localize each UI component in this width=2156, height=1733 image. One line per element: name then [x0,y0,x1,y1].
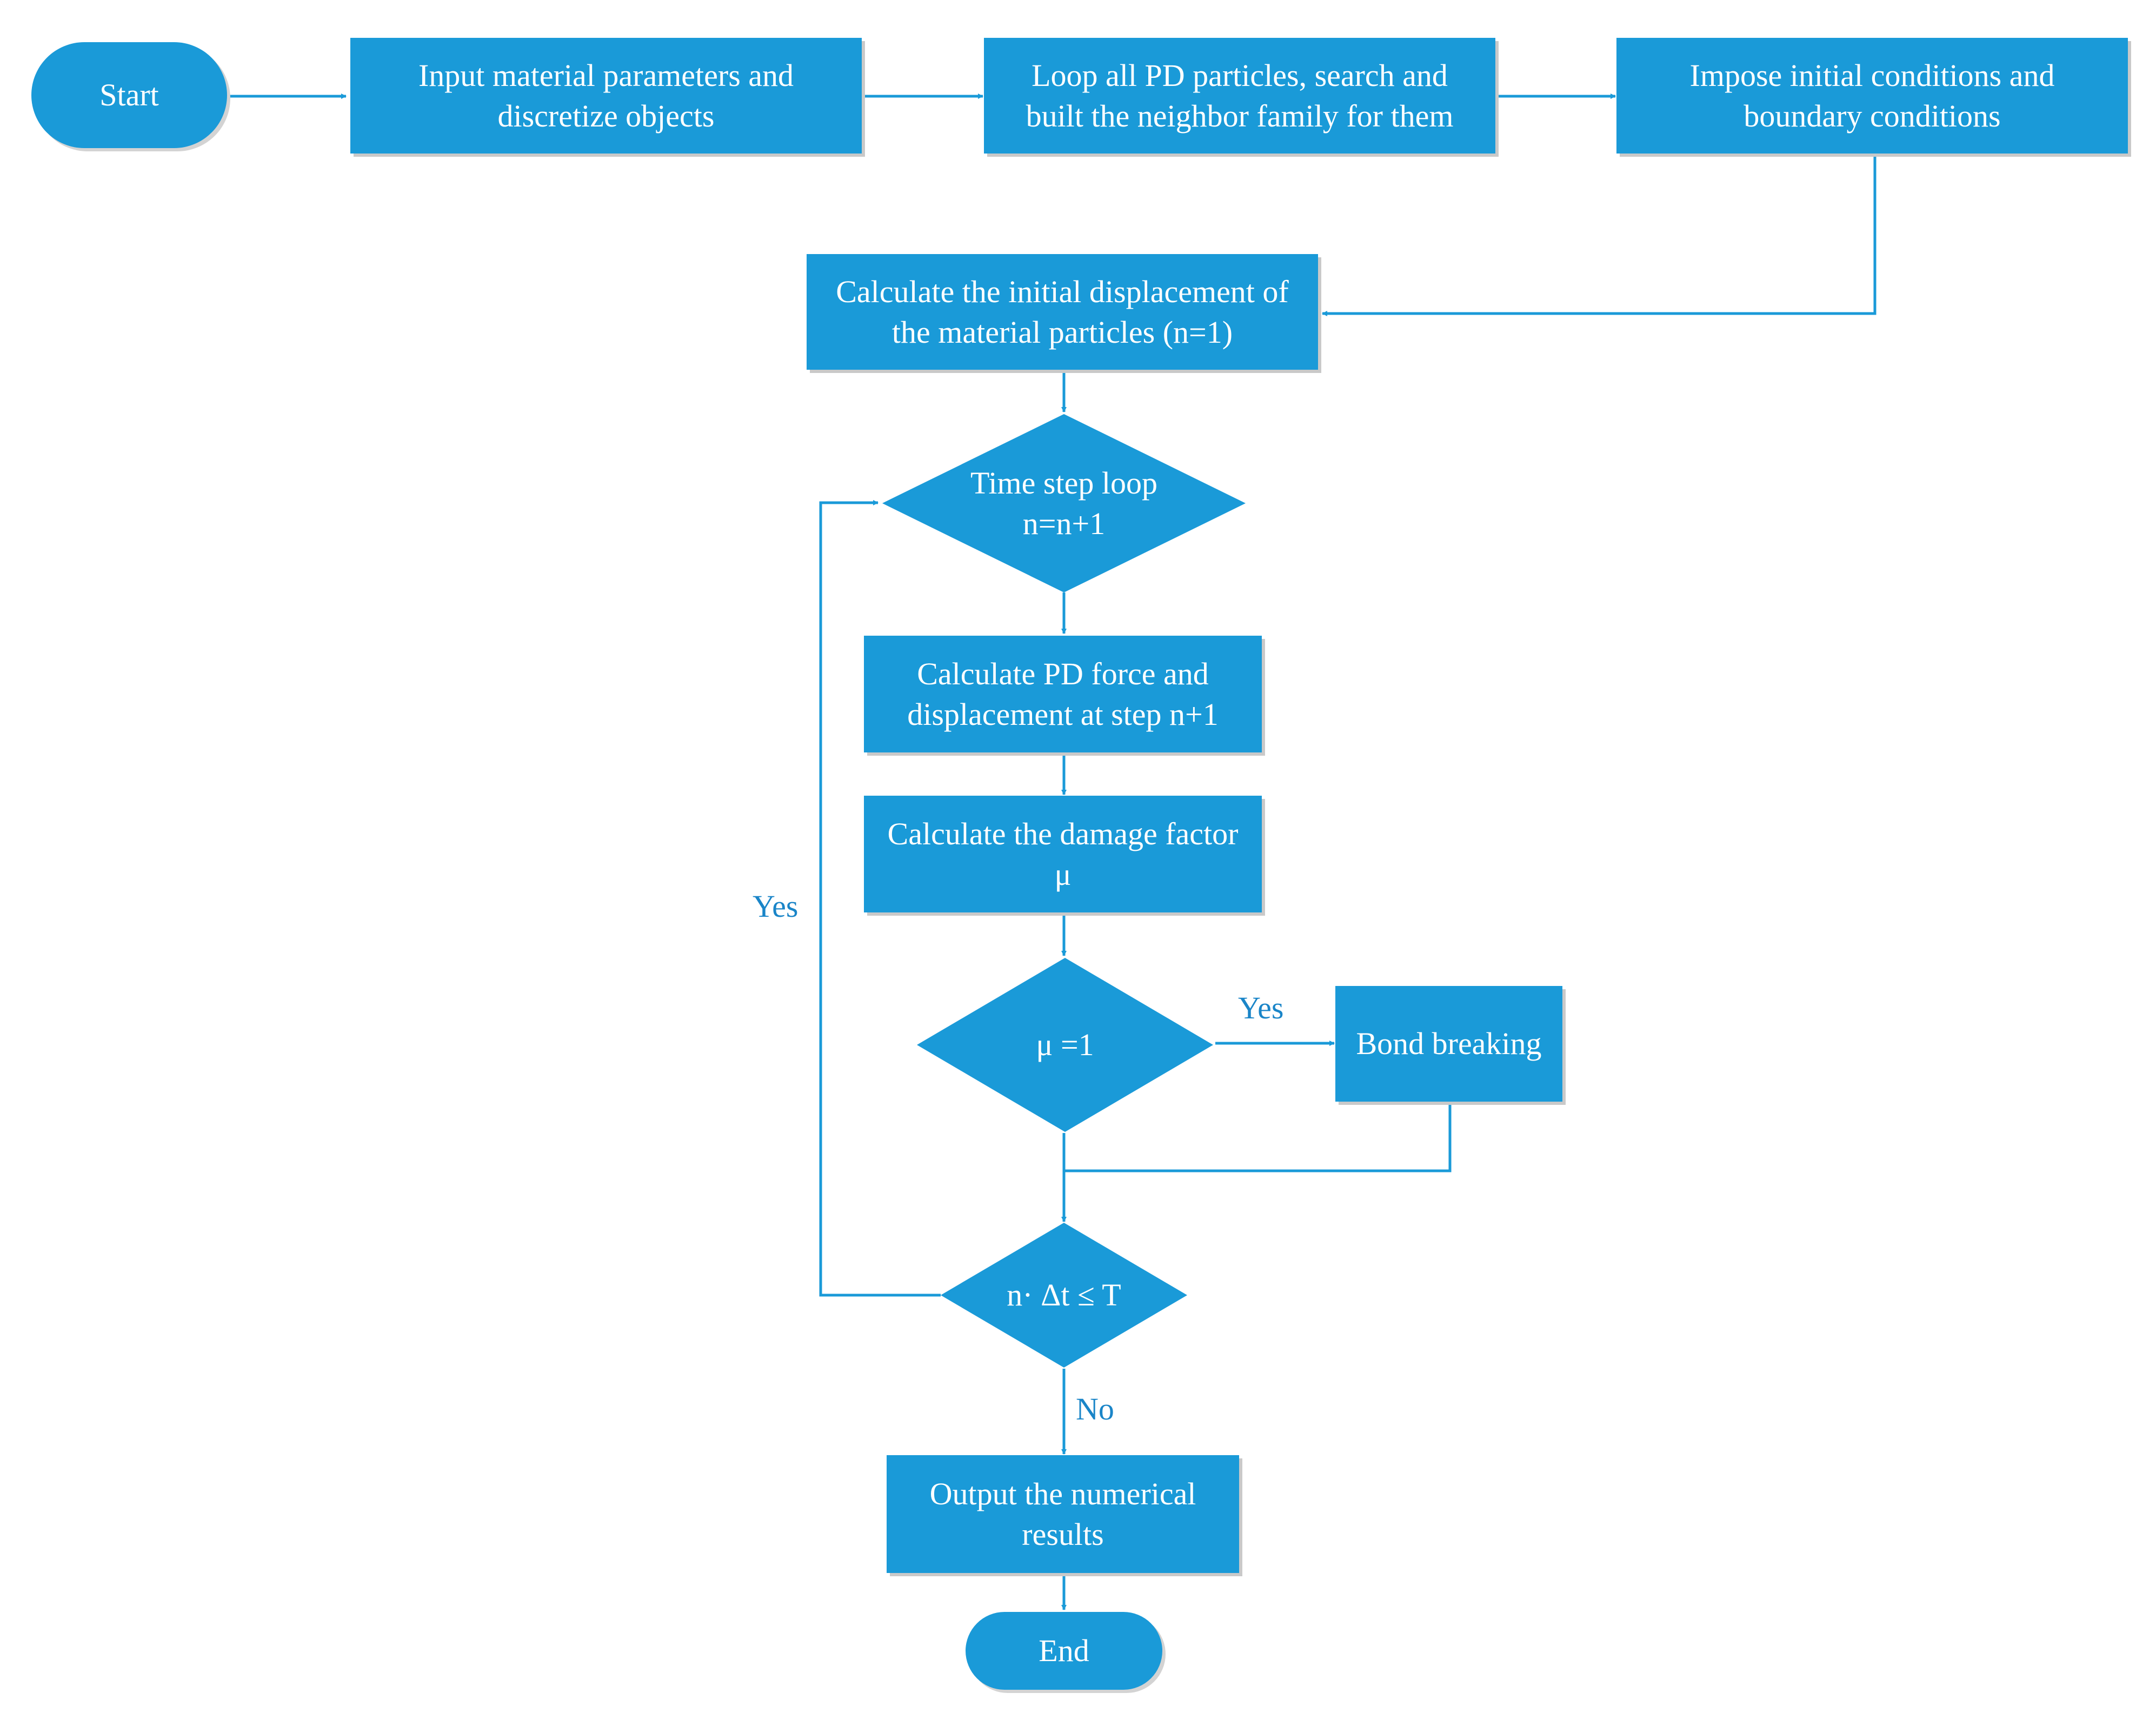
time-check-label: n· Δt ≤ T [1007,1277,1121,1313]
arrow-impose-to-initial [1322,157,1876,316]
initial-displacement-box: Calculate the initial displacement of th… [807,254,1318,370]
mu-check-diamond-shape [917,958,1213,1132]
mu-check-decision: μ =1 [917,958,1213,1132]
end-terminal: End [966,1612,1162,1690]
output-results-label: Output the numerical results [929,1476,1196,1552]
impose-conditions-box: Impose initial conditions and boundary c… [1616,38,2128,154]
start-terminal: Start [31,42,227,148]
impose-conditions-label: Impose initial conditions and boundary c… [1689,57,2055,134]
output-results-box: Output the numerical results [887,1455,1239,1573]
bond-breaking-label: Bond breaking [1356,1026,1542,1062]
damage-factor-label: Calculate the damage factor μ [887,816,1239,892]
input-parameters-box: Input material parameters and discretize… [350,38,862,154]
loop-yes-label: Yes [753,889,798,924]
damage-factor-box: Calculate the damage factor μ [864,796,1262,912]
time-step-loop-label: Time step loop n=n+1 [970,465,1157,541]
time-step-loop-decision: Time step loop n=n+1 [882,414,1246,592]
input-parameters-label: Input material parameters and discretize… [418,57,794,134]
bond-breaking-box: Bond breaking [1335,986,1562,1102]
pd-force-box: Calculate PD force and displacement at s… [864,636,1262,752]
loop-particles-box: Loop all PD particles, search and built … [984,38,1495,154]
time-no-label: No [1076,1391,1114,1427]
start-label: Start [99,77,159,113]
time-check-diamond-shape [941,1223,1187,1368]
arrow-timecheck-loop-back [819,500,941,1297]
end-label: End [1039,1633,1089,1669]
mu-yes-label: Yes [1238,990,1284,1025]
time-check-decision: n· Δt ≤ T [941,1223,1187,1368]
mu-check-label: μ =1 [1036,1027,1094,1063]
time-step-diamond-shape [882,414,1246,592]
loop-particles-label: Loop all PD particles, search and built … [1026,57,1454,134]
initial-displacement-label: Calculate the initial displacement of th… [836,274,1289,350]
line-bond-return [1064,1105,1452,1172]
pd-force-label: Calculate PD force and displacement at s… [907,656,1219,732]
